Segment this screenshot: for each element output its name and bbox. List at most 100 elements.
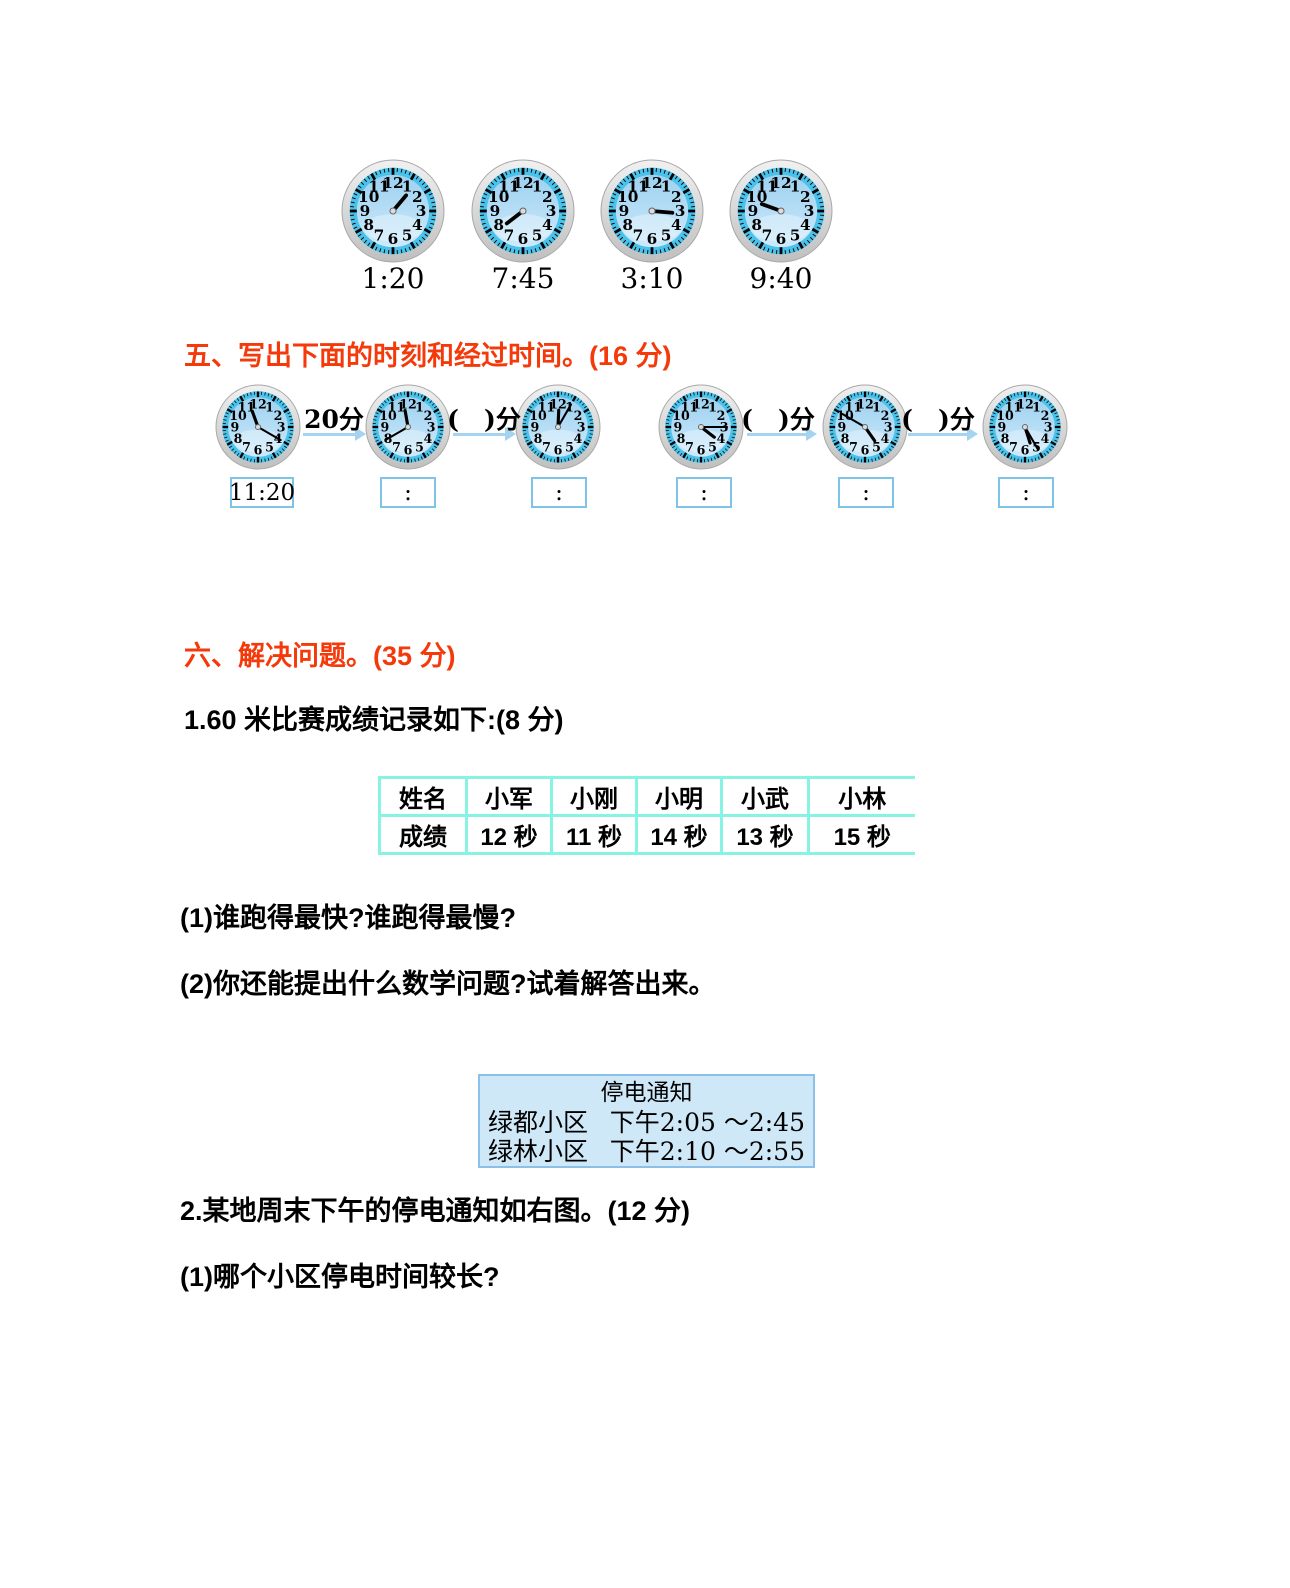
svg-text:11: 11 [388, 399, 406, 414]
table-cell: 12 秒 [465, 814, 553, 855]
svg-text:3: 3 [804, 202, 815, 220]
svg-text:5: 5 [708, 440, 717, 455]
question1-title: 1.60 米比赛成绩记录如下:(8 分) [184, 705, 564, 735]
svg-text:2: 2 [274, 408, 283, 423]
svg-text:6: 6 [254, 443, 263, 458]
svg-text:1: 1 [402, 178, 413, 196]
table-cell: 13 秒 [720, 814, 810, 855]
question1-sub1: (1)谁跑得最快?谁跑得最慢? [180, 903, 516, 933]
svg-text:4: 4 [424, 431, 433, 446]
svg-text:9: 9 [998, 420, 1007, 435]
svg-text:7: 7 [849, 440, 858, 455]
svg-text:9: 9 [381, 420, 390, 435]
svg-text:8: 8 [534, 431, 543, 446]
svg-text:11: 11 [368, 178, 389, 196]
svg-text:12: 12 [692, 396, 710, 411]
svg-text:10: 10 [488, 188, 509, 206]
svg-text:10: 10 [529, 408, 547, 423]
svg-text:8: 8 [622, 216, 633, 234]
elapsed-minutes-label: 20分 [304, 405, 364, 434]
svg-text:7: 7 [1009, 440, 1018, 455]
svg-text:5: 5 [790, 226, 801, 244]
svg-text:7: 7 [633, 226, 644, 244]
svg-text:5: 5 [402, 226, 413, 244]
clock-time-label: 3:10 [620, 262, 684, 295]
elapsed-minutes-label: ( )分 [901, 405, 975, 434]
svg-text:7: 7 [542, 440, 551, 455]
svg-text:12: 12 [382, 174, 403, 192]
svg-text:9: 9 [531, 420, 540, 435]
svg-text:3: 3 [416, 202, 427, 220]
svg-text:3: 3 [427, 420, 436, 435]
svg-text:12: 12 [770, 174, 791, 192]
svg-text:9: 9 [838, 420, 847, 435]
svg-text:6: 6 [697, 443, 706, 458]
elapsed-arrow [908, 427, 978, 441]
clock-time-label: 9:40 [749, 262, 813, 295]
svg-text:2: 2 [424, 408, 433, 423]
svg-text:4: 4 [717, 431, 726, 446]
svg-text:9: 9 [360, 202, 371, 220]
svg-text:6: 6 [554, 443, 563, 458]
community-name: 绿林小区 [488, 1137, 589, 1166]
svg-text:8: 8 [841, 431, 850, 446]
question1-sub2: (2)你还能提出什么数学问题?试着解答出来。 [180, 969, 716, 999]
svg-text:8: 8 [363, 216, 374, 234]
notice-row: 绿都小区 下午2:05 ～2:45 [488, 1108, 805, 1137]
svg-text:9: 9 [674, 420, 683, 435]
svg-text:1: 1 [872, 399, 881, 414]
svg-text:5: 5 [265, 440, 274, 455]
svg-text:10: 10 [229, 408, 247, 423]
svg-text:8: 8 [677, 431, 686, 446]
svg-text:11: 11 [756, 178, 777, 196]
svg-text:3: 3 [675, 202, 686, 220]
svg-text:4: 4 [542, 216, 553, 234]
svg-text:12: 12 [641, 174, 662, 192]
table-cell: 姓名 [378, 776, 468, 817]
time-answer-box: : [998, 477, 1054, 508]
svg-text:4: 4 [881, 431, 890, 446]
svg-text:12: 12 [856, 396, 874, 411]
score-table: 姓名 小军 小刚 小明 小武 小林 成绩 12 秒 11 秒 14 秒 13 秒… [378, 776, 915, 855]
svg-text:2: 2 [800, 188, 811, 206]
svg-text:4: 4 [574, 431, 583, 446]
svg-text:3: 3 [1044, 420, 1053, 435]
elapsed-arrow [453, 427, 516, 441]
svg-text:7: 7 [504, 226, 515, 244]
svg-text:1: 1 [415, 399, 424, 414]
svg-text:2: 2 [1041, 408, 1050, 423]
svg-text:2: 2 [717, 408, 726, 423]
table-row: 成绩 12 秒 11 秒 14 秒 13 秒 15 秒 [378, 814, 915, 855]
table-row: 姓名 小军 小刚 小明 小武 小林 [378, 776, 915, 817]
svg-text:4: 4 [1041, 431, 1050, 446]
svg-text:6: 6 [647, 230, 658, 248]
table-cell: 小林 [807, 776, 915, 817]
svg-text:6: 6 [404, 443, 413, 458]
svg-text:4: 4 [412, 216, 423, 234]
svg-text:7: 7 [762, 226, 773, 244]
elapsed-arrow [303, 427, 366, 441]
svg-text:9: 9 [231, 420, 240, 435]
time-answer-box: 11:20 [229, 477, 295, 508]
table-cell: 11 秒 [550, 814, 638, 855]
svg-text:6: 6 [1021, 443, 1030, 458]
elapsed-minutes-label: ( )分 [741, 405, 815, 434]
svg-text:9: 9 [748, 202, 759, 220]
svg-text:6: 6 [388, 230, 399, 248]
svg-text:10: 10 [617, 188, 638, 206]
svg-text:9: 9 [619, 202, 630, 220]
notice-title: 停电通知 [600, 1080, 693, 1106]
elapsed-minutes-label: ( )分 [447, 405, 521, 434]
time-answer-box: : [838, 477, 894, 508]
svg-text:4: 4 [800, 216, 811, 234]
